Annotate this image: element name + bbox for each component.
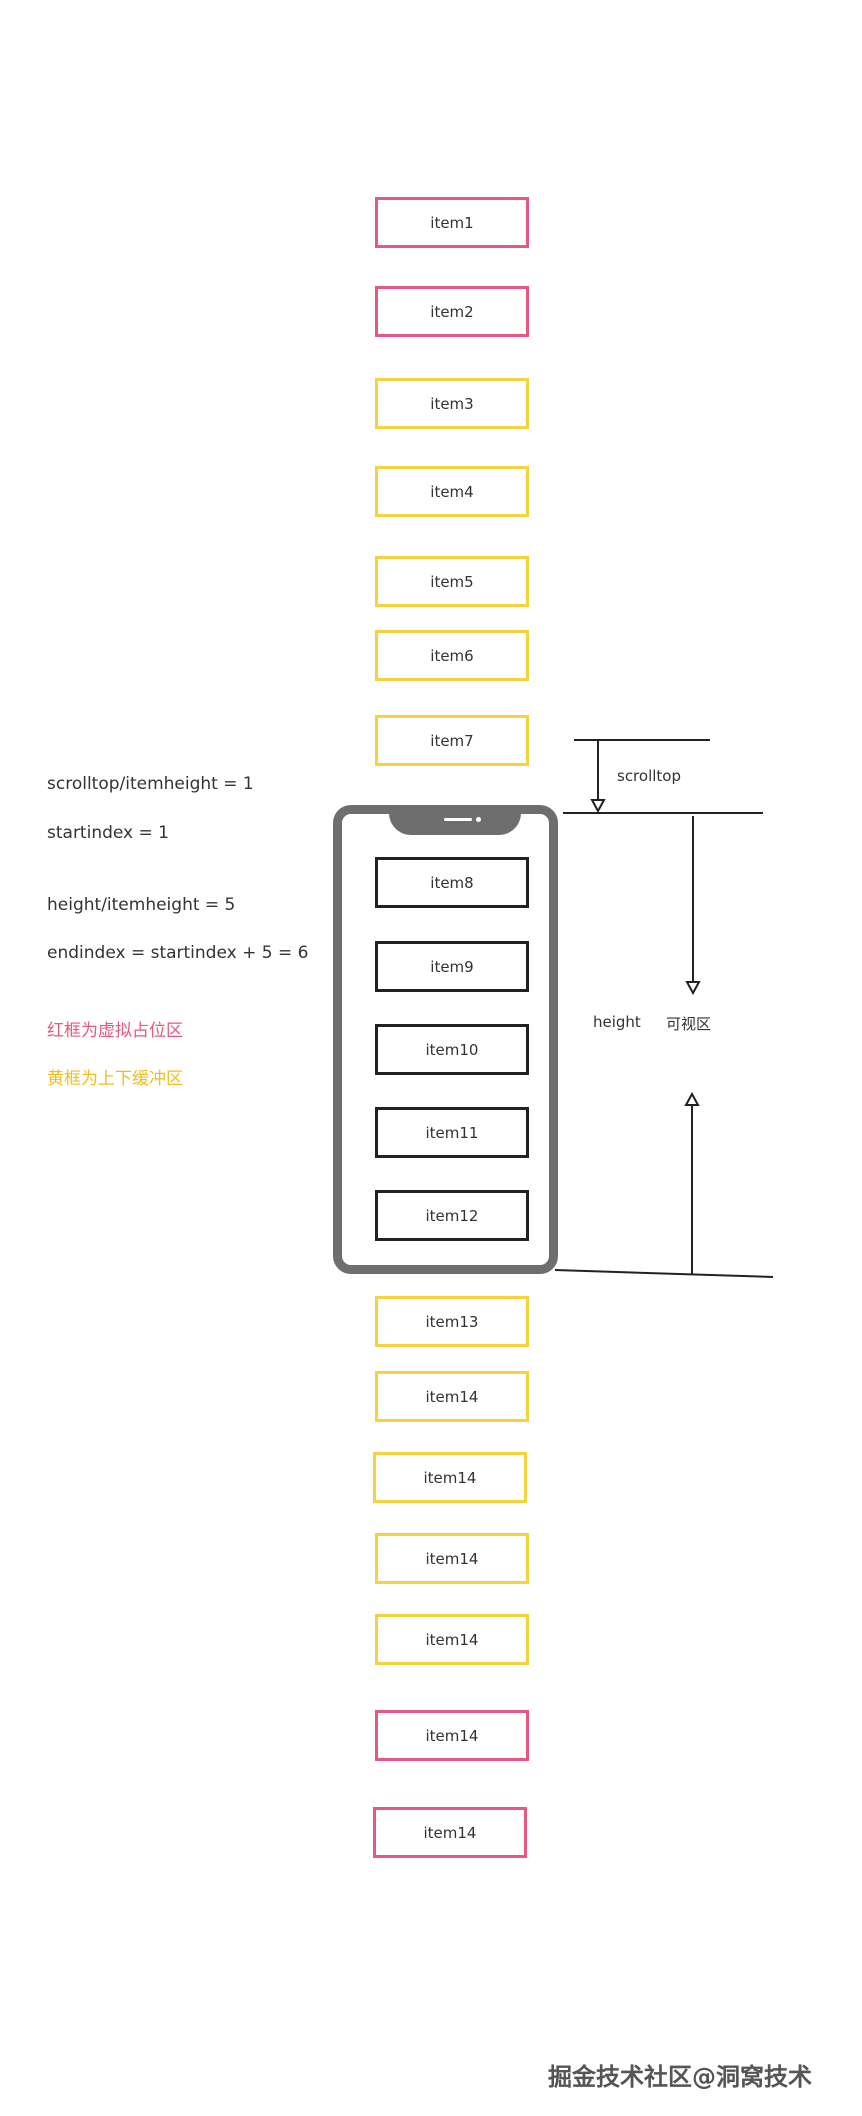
list-item-13: item13 (375, 1296, 529, 1347)
list-item-11: item11 (375, 1107, 529, 1158)
formula-startindex: startindex = 1 (47, 823, 169, 843)
list-item-12: item12 (375, 1190, 529, 1241)
list-item-8: item8 (375, 857, 529, 908)
phone-frame (333, 805, 558, 1274)
list-item-14: item14 (375, 1371, 529, 1422)
viewport-bottom-line (554, 1269, 774, 1278)
list-item-18: item14 (375, 1710, 529, 1761)
list-item-9: item9 (375, 941, 529, 992)
list-item-3: item3 (375, 378, 529, 429)
list-item-1: item1 (375, 197, 529, 248)
speaker-bar (444, 818, 472, 821)
formula-scrolltop: scrolltop/itemheight = 1 (47, 774, 254, 794)
legend-red: 红框为虚拟占位区 (47, 1021, 183, 1041)
camera-dot (476, 817, 481, 822)
list-item-15: item14 (373, 1452, 527, 1503)
list-item-6: item6 (375, 630, 529, 681)
formula-endindex: endindex = startindex + 5 = 6 (47, 943, 309, 963)
height-label: height (593, 1013, 641, 1031)
height-up-arrow-head (684, 1091, 700, 1106)
list-item-16: item14 (375, 1533, 529, 1584)
list-item-5: item5 (375, 556, 529, 607)
height-down-arrow-head (685, 981, 701, 996)
visible-area-label: 可视区 (666, 1015, 712, 1033)
list-item-4: item4 (375, 466, 529, 517)
scrolltop-label: scrolltop (617, 767, 681, 785)
formula-height: height/itemheight = 5 (47, 895, 236, 915)
phone-notch (389, 805, 521, 835)
legend-yellow: 黄框为上下缓冲区 (47, 1069, 183, 1089)
list-item-17: item14 (375, 1614, 529, 1665)
list-item-19: item14 (373, 1807, 527, 1858)
watermark: 掘金技术社区@洞窝技术 (548, 2063, 812, 2091)
scrolltop-arrow-head (590, 799, 606, 814)
list-item-10: item10 (375, 1024, 529, 1075)
list-item-7: item7 (375, 715, 529, 766)
list-item-2: item2 (375, 286, 529, 337)
